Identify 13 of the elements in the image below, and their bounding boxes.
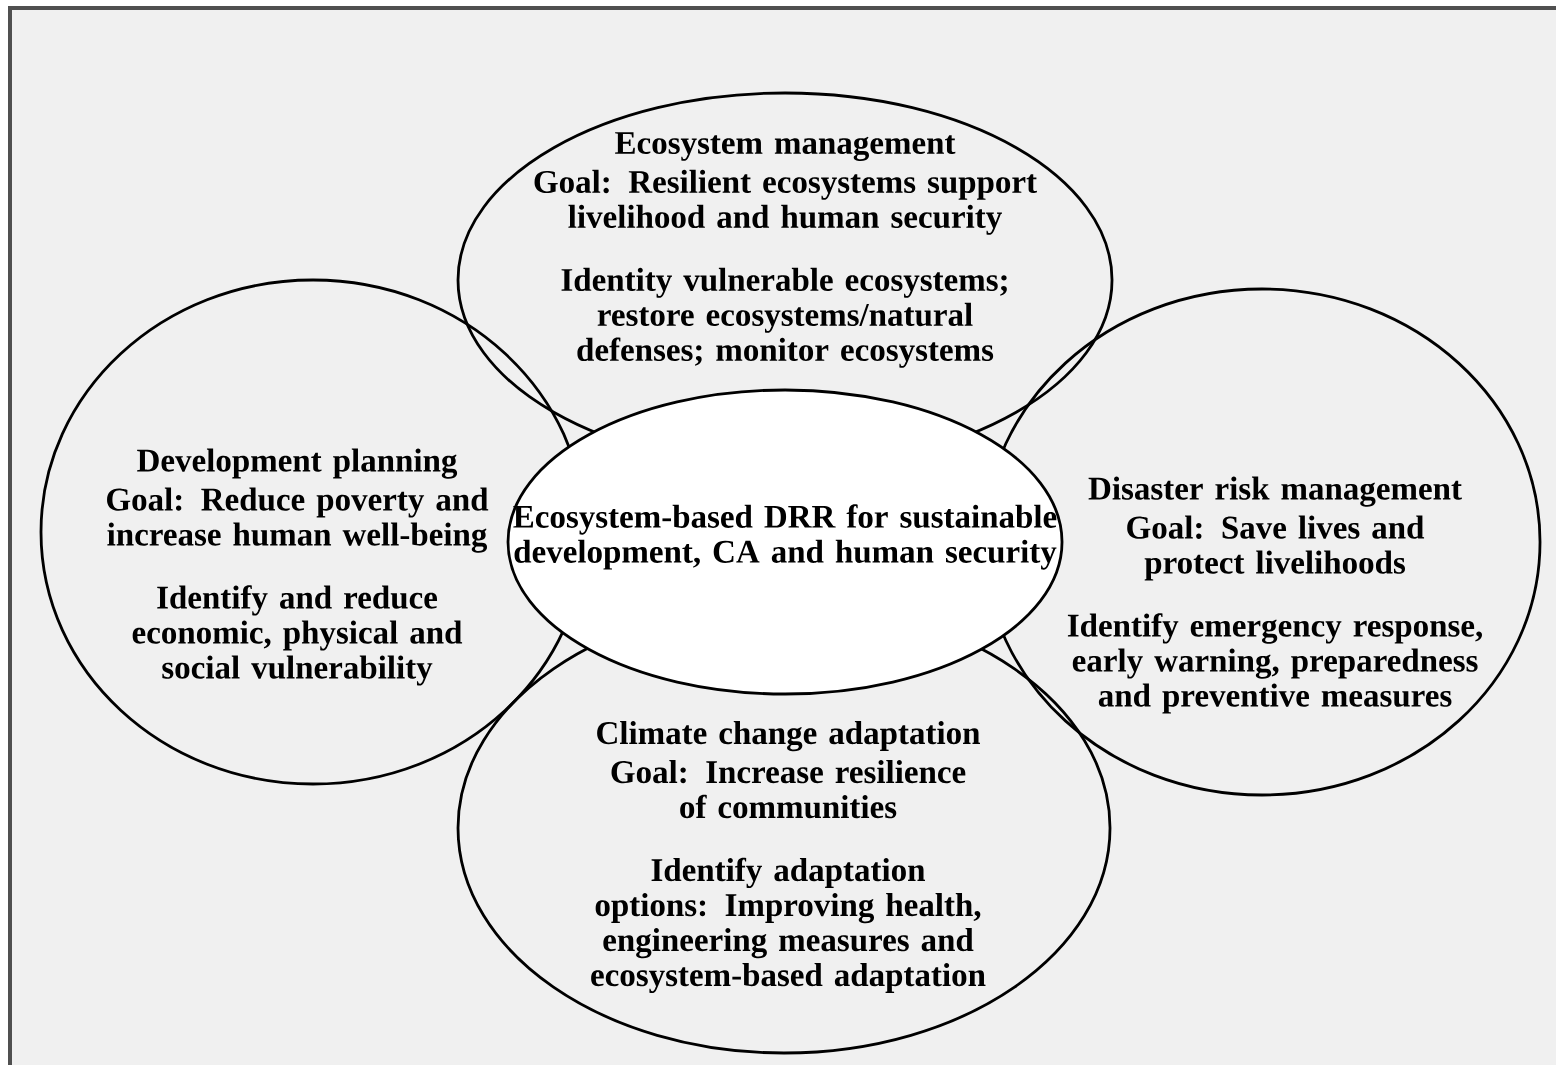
goal-text: Goal: Save lives and protect livelihoods bbox=[1127, 515, 1425, 581]
activity-text: Identify emergency response, early warning, preparedness and preventive measures bbox=[1067, 613, 1482, 714]
activity-text: Identity vulnerable ecosystems; restore ecosystems/natural defenses; monitor ecosystems bbox=[561, 267, 1007, 368]
goal-text: Goal: Reduce poverty and increase human well-being bbox=[107, 487, 489, 553]
heading-text: Development planning bbox=[137, 448, 458, 479]
heading-text: Disaster risk management bbox=[1088, 476, 1462, 507]
heading-text: Climate change adaptation bbox=[597, 721, 980, 752]
center-text: Ecosystem-based DRR for sustainable development, CA and human security bbox=[513, 504, 1057, 570]
goal-text: Goal: Increase resilience of communities bbox=[611, 760, 966, 819]
goal-text: Goal: Resilient ecosystems support livelihood and human security bbox=[534, 169, 1037, 235]
activity-text: Identify adaptation options: Improving health, engineering measures and ecosystem-based adaptation bbox=[591, 857, 986, 993]
heading-text: Ecosystem management bbox=[615, 132, 956, 161]
activity-text: Identify and reduce economic, physical and social vulnerability bbox=[132, 585, 463, 686]
